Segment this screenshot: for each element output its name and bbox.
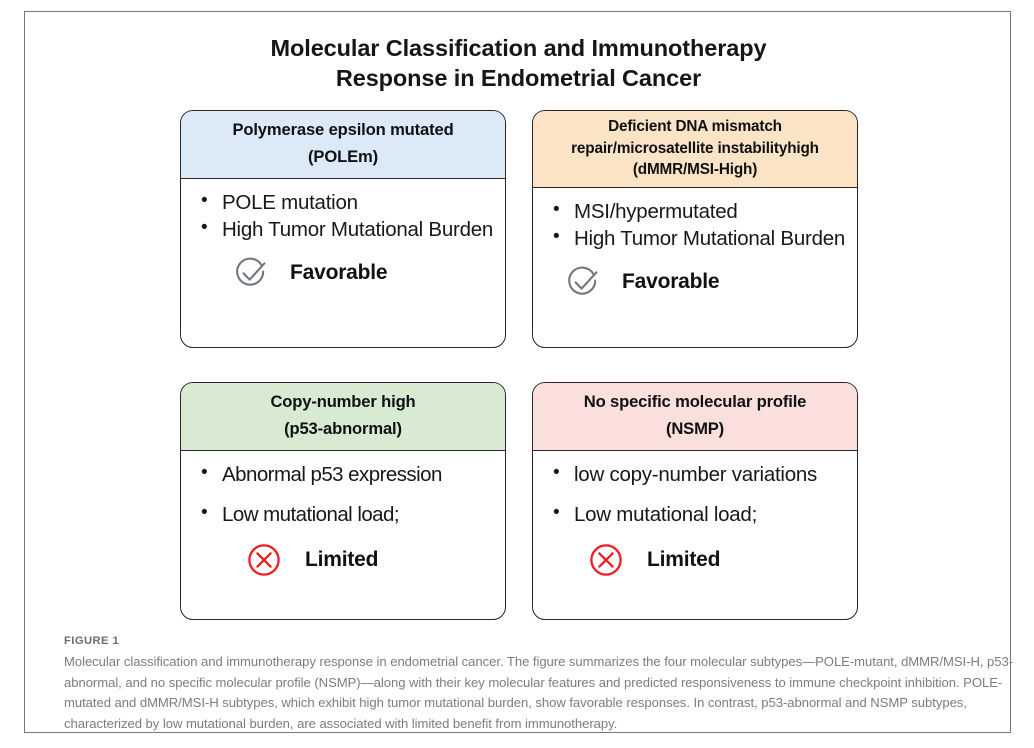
verdict-label: Limited (647, 547, 721, 571)
subtype-card-p53-abnormal: Copy-number high (p53-abnormal) Abnormal… (180, 382, 506, 620)
verdict-label: Favorable (290, 260, 388, 284)
list-item: Low mutational load; (187, 500, 499, 528)
list-item: POLE mutation (187, 188, 499, 216)
figure-title-line-1: Molecular Classification and Immunothera… (270, 35, 767, 61)
feature-list: POLE mutation High Tumor Mutational Burd… (187, 188, 499, 243)
list-item: High Tumor Mutational Burden (187, 215, 499, 243)
figure-frame: Molecular Classification and Immunothera… (24, 11, 1013, 733)
subtype-card-nsmp: No specific molecular profile (NSMP) low… (532, 382, 858, 620)
header-line-1: Polymerase epsilon mutated (232, 120, 454, 139)
figure-title: Molecular Classification and Immunothera… (25, 34, 1012, 93)
header-line-2: (POLEm) (308, 146, 378, 166)
feature-list: low copy-number variations Low mutationa… (539, 460, 851, 528)
header-line-1: Copy-number high (270, 392, 416, 411)
figure-caption-label: FIGURE 1 (64, 635, 120, 647)
subtype-card-dmmr-msi-high-body: MSI/hypermutated High Tumor Mutational B… (533, 188, 857, 302)
subtype-card-polem: Polymerase epsilon mutated (POLEm) POLE … (180, 110, 506, 348)
subtype-card-p53-abnormal-body: Abnormal p53 expression Low mutational l… (181, 451, 505, 579)
figure-title-line-2: Response in Endometrial Cancer (335, 64, 702, 91)
verdict-label: Favorable (622, 270, 720, 294)
verdict-row: Favorable (187, 253, 499, 293)
x-circle-icon (245, 541, 283, 579)
molecular-subtype-grid: Polymerase epsilon mutated (POLEm) POLE … (180, 110, 860, 620)
header-line-1: No specific molecular profile (583, 392, 807, 411)
header-line-2: (NSMP) (665, 418, 725, 438)
subtype-card-nsmp-header: No specific molecular profile (NSMP) (533, 383, 857, 451)
verdict-row: Limited (187, 541, 499, 579)
feature-list: Abnormal p53 expression Low mutational l… (187, 460, 499, 528)
header-line-1: Deficient DNA mismatch (608, 118, 782, 135)
subtype-card-polem-header: Polymerase epsilon mutated (POLEm) (181, 111, 505, 179)
x-circle-icon (587, 541, 625, 579)
subtype-card-polem-body: POLE mutation High Tumor Mutational Burd… (181, 179, 505, 293)
check-circle-icon (563, 262, 603, 302)
verdict-row: Limited (539, 541, 851, 579)
subtype-card-nsmp-body: low copy-number variations Low mutationa… (533, 451, 857, 579)
list-item: High Tumor Mutational Burden (539, 224, 851, 252)
verdict-label: Limited (305, 547, 379, 571)
list-item: Abnormal p53 expression (187, 460, 499, 488)
list-item: Low mutational load; (539, 500, 851, 528)
figure-caption: FIGURE 1 Molecular classification and im… (64, 635, 1019, 735)
feature-list: MSI/hypermutated High Tumor Mutational B… (539, 197, 851, 252)
subtype-card-dmmr-msi-high-header: Deficient DNA mismatch repair/microsatel… (533, 111, 857, 189)
verdict-row: Favorable (539, 262, 851, 302)
list-item: low copy-number variations (539, 460, 851, 488)
subtype-card-dmmr-msi-high: Deficient DNA mismatch repair/microsatel… (532, 110, 858, 348)
check-circle-icon (231, 253, 271, 293)
header-line-2: (p53-abnormal) (284, 418, 402, 438)
subtype-card-p53-abnormal-header: Copy-number high (p53-abnormal) (181, 383, 505, 451)
header-line-3: (dMMR/MSI-High) (632, 161, 758, 179)
list-item: MSI/hypermutated (539, 197, 851, 225)
figure-caption-text: Molecular classification and immunothera… (64, 654, 1014, 732)
header-line-2: repair/microsatellite instabilityhigh (571, 139, 819, 157)
